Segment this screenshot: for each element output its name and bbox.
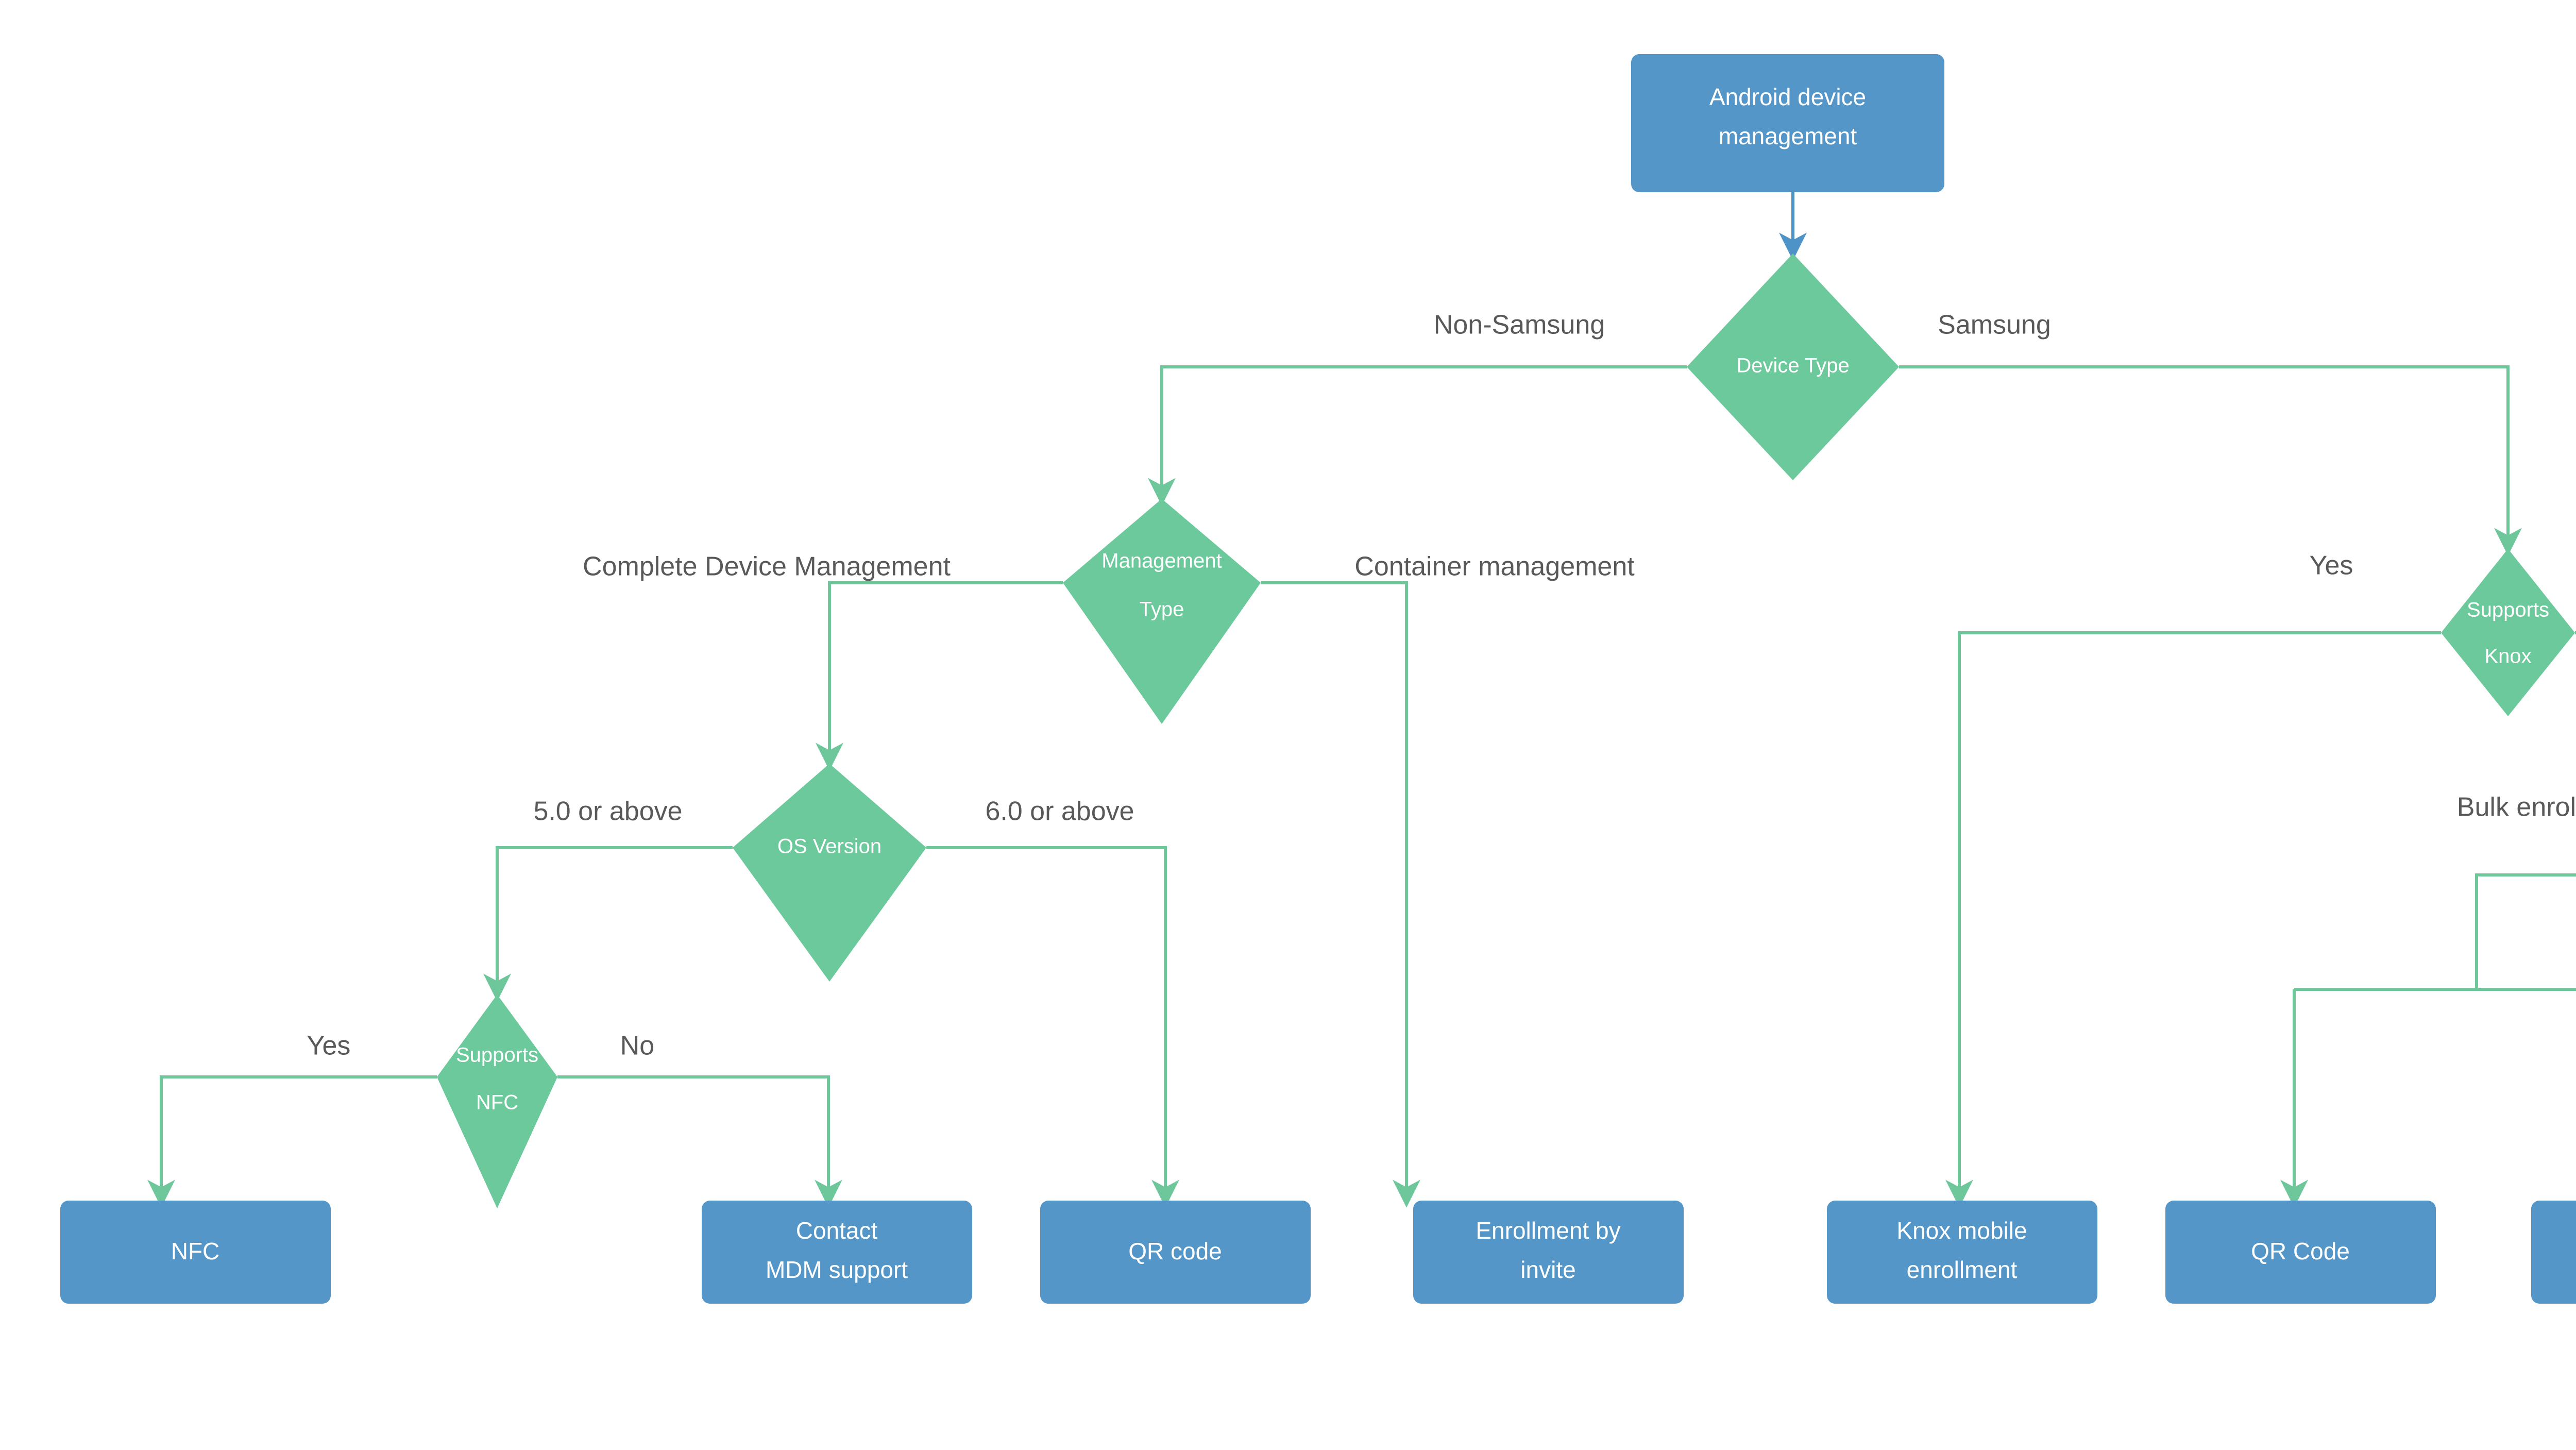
node-supports-nfc-label-line1: Supports [456, 1044, 538, 1067]
node-out-knox-mobile-label-line2: enrollment [1907, 1256, 2018, 1283]
node-root-label-line2: management [1719, 123, 1857, 149]
node-supports-knox-label-line1: Supports [2467, 599, 2549, 621]
edge-label-nfc-yes: Yes [307, 1031, 351, 1061]
node-supports-nfc[interactable]: Supports NFC [437, 994, 557, 1208]
edge-label-layer: Non-Samsung Samsung Complete Device Mana… [307, 310, 2576, 1061]
node-os-version-label-line1: OS Version [777, 835, 882, 858]
edge-label-knox-yes: Yes [2310, 551, 2353, 581]
edge-management-type-to-invite-left [1261, 581, 1420, 1208]
node-out-nfc-right[interactable]: NFC [2531, 1201, 2576, 1304]
decision-layer: Device Type Management Type OS Version S… [437, 254, 2575, 1208]
node-out-invite-left-label-line1: Enrollment by [1476, 1217, 1620, 1244]
edge-label-bulk-enrollment: Bulk enrollment [2457, 793, 2576, 822]
node-supports-knox-label-line2: Knox [2484, 645, 2531, 668]
node-os-version[interactable]: OS Version [733, 764, 926, 982]
node-management-type-label-line1: Management [1101, 550, 1222, 572]
edge-supports-nfc-to-nfc-left [147, 1075, 437, 1208]
node-device-type[interactable]: Device Type [1687, 254, 1899, 480]
edge-label-samsung: Samsung [1938, 310, 2051, 340]
node-supports-knox[interactable]: Supports Knox [2441, 549, 2575, 716]
node-out-qr-code-left[interactable]: QR code [1040, 1201, 1311, 1304]
node-out-nfc-left-label-line1: NFC [171, 1238, 220, 1264]
edge-device-type-to-supports-knox [1899, 365, 2522, 556]
node-root[interactable]: Android device management [1631, 54, 1944, 192]
edge-enrollment-type-bulk-trunk [2475, 873, 2576, 989]
edge-supports-knox-to-knox-mobile [1945, 631, 2441, 1208]
node-out-qr-code-left-label-line1: QR code [1128, 1238, 1222, 1264]
edge-management-type-to-os-version [816, 581, 1063, 771]
node-out-contact-mdm-label-line2: MDM support [766, 1256, 908, 1283]
node-supports-nfc-label-line2: NFC [476, 1091, 518, 1114]
node-out-invite-left-label-line2: invite [1520, 1256, 1575, 1283]
edge-label-complete-device-management: Complete Device Management [583, 552, 951, 582]
node-root-label-line1: Android device [1709, 83, 1866, 110]
node-device-type-label-line1: Device Type [1736, 355, 1849, 377]
edge-os-version-to-qr-code-left [926, 846, 1179, 1208]
node-out-qr-code-right[interactable]: QR Code [2165, 1201, 2436, 1304]
edge-label-non-samsung: Non-Samsung [1434, 310, 1605, 340]
edge-label-os-6-or-above: 6.0 or above [985, 797, 1134, 827]
node-out-qr-code-right-label-line1: QR Code [2251, 1238, 2350, 1264]
node-out-knox-mobile[interactable]: Knox mobile enrollment [1827, 1201, 2097, 1304]
node-out-contact-mdm[interactable]: Contact MDM support [702, 1201, 972, 1304]
node-management-type-label-line2: Type [1140, 598, 1184, 621]
node-management-type[interactable]: Management Type [1063, 499, 1261, 724]
node-out-nfc-left[interactable]: NFC [60, 1201, 331, 1304]
edge-device-type-to-management-type [1148, 365, 1687, 506]
connector-layer [147, 192, 2576, 1208]
node-out-knox-mobile-label-line1: Knox mobile [1896, 1217, 2027, 1244]
node-out-invite-left[interactable]: Enrollment by invite [1413, 1201, 1684, 1304]
edge-os-version-to-supports-nfc [483, 846, 733, 1002]
process-layer: Android device management NFC Contact MD… [60, 54, 2576, 1304]
node-out-contact-mdm-label-line1: Contact [796, 1217, 878, 1244]
edge-label-os-5-or-above: 5.0 or above [533, 797, 682, 827]
edge-label-nfc-no: No [620, 1031, 654, 1061]
edge-label-container-management: Container management [1354, 552, 1635, 582]
edge-supports-nfc-to-contact-mdm [557, 1075, 842, 1208]
